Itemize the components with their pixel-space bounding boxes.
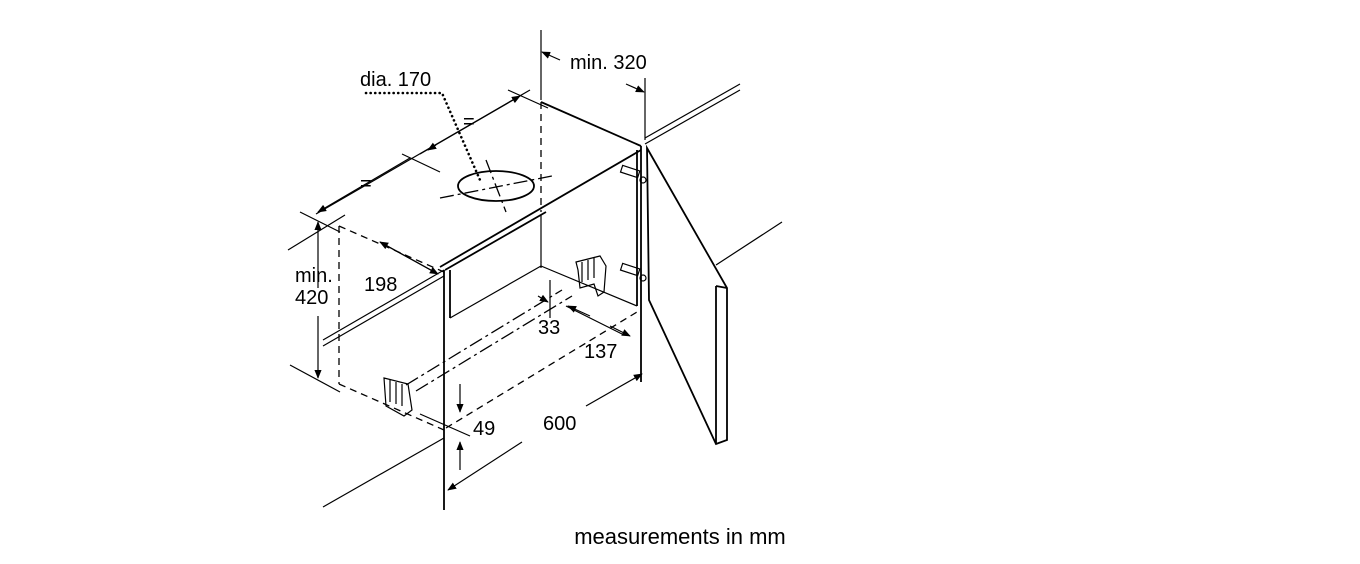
installation-drawing: dia. 170 min. 320 = = min. 420 198 33 13…	[287, 30, 783, 510]
cabinet-door	[646, 144, 728, 446]
cabinet-outline	[439, 101, 642, 510]
exhaust-opening	[439, 159, 553, 213]
label-600: 600	[543, 413, 576, 435]
dimension-lines	[287, 30, 646, 491]
label-33: 33	[538, 317, 560, 339]
wall-lines	[322, 83, 783, 508]
label-min-320: min. 320	[570, 52, 647, 74]
dimension-labels: dia. 170 min. 320 = = min. 420 198 33 13…	[295, 52, 647, 440]
label-min-word: min.	[295, 265, 333, 287]
label-equal-upper: =	[463, 111, 475, 133]
label-dia-170: dia. 170	[360, 69, 431, 91]
hidden-edges	[338, 102, 638, 431]
label-420: 420	[295, 287, 328, 309]
label-198: 198	[364, 274, 397, 296]
label-equal-lower: =	[360, 173, 372, 195]
label-49: 49	[473, 418, 495, 440]
label-137: 137	[584, 341, 617, 363]
dia-leader	[364, 91, 482, 182]
caption-units: measurements in mm	[574, 524, 786, 549]
hinge-icons	[619, 164, 647, 282]
mounting-bracket-icons	[383, 255, 607, 417]
